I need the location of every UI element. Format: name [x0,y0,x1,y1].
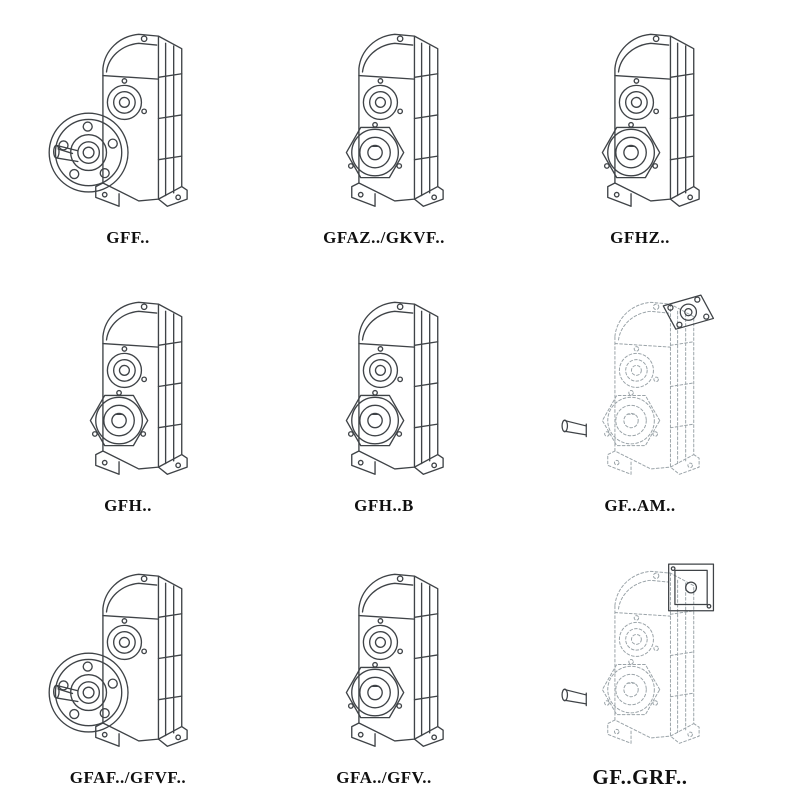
catalog-cell-gfaf: GFAF../GFVF.. [40,552,216,795]
catalog-cell-gfhz: GFHZ.. [552,16,728,252]
catalog-cell-gfaz: GFAZ../GKVF.. [296,16,472,252]
gearbox-hollow-shaft-drawing [345,33,444,207]
model-label: GFF.. [106,228,150,247]
model-label: GF..AM.. [604,496,676,515]
catalog-cell-gfam: GF..AM.. [552,284,728,520]
catalog-cell-gfa: GFA../GFV.. [296,552,472,795]
catalog-cell-gfgrf: GF..GRF.. [552,552,728,795]
gearbox-hollow-shaft-drawing [345,301,444,475]
catalog-cell-gfh: GFH.. [40,284,216,520]
model-label: GFAZ../GKVF.. [323,228,445,247]
gearbox-flange-drawing [48,33,188,207]
gearbox-hollow-shaft-drawing [89,301,188,475]
model-label: GFH.. [104,496,152,515]
model-label: GFH..B [354,496,414,515]
gearbox-adapter-housing-drawing [561,563,715,744]
gearbox-iec-adapter-drawing [561,294,715,475]
model-label: GF..GRF.. [592,765,688,789]
catalog-cell-gff: GFF.. [40,16,216,252]
gearbox-flange-drawing [48,573,188,747]
model-label: GFA../GFV.. [336,767,432,787]
gearbox-hollow-shaft-drawing [345,573,444,747]
gearbox-hollow-shaft-drawing [601,33,700,207]
model-label: GFAF../GFVF.. [69,767,187,787]
model-label: GFHZ.. [610,228,670,247]
catalog-cell-gfhb: GFH..B [296,284,472,520]
